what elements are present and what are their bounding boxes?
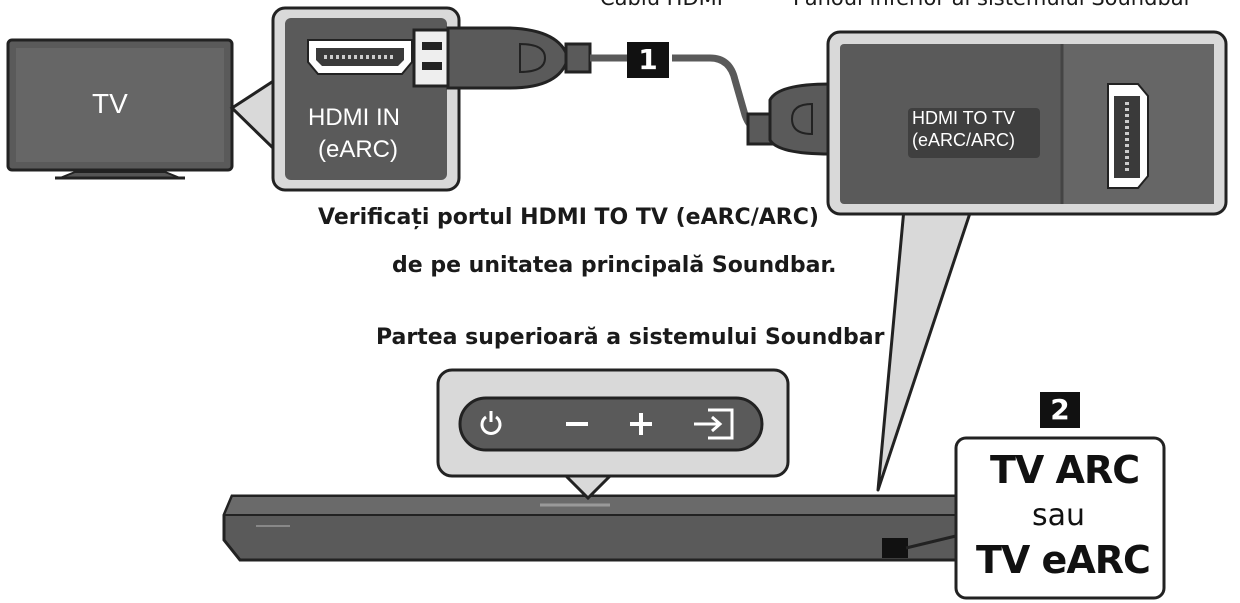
step-badge-2: 2 [1040,392,1080,428]
soundbar-illustration [222,494,1042,562]
source-input-icon [694,408,734,440]
arc-or-label: sau [1032,498,1086,533]
power-icon [480,411,502,435]
top-of-soundbar-label: Partea superioară a sistemului Soundbar [376,325,885,350]
cable-label: Cablu HDMI [600,0,723,10]
hdmi-in-earc-label: (eARC) [318,136,399,163]
hdmi-in-label: HDMI IN [308,104,400,131]
soundbar-top-controls-callout [436,368,790,501]
check-port-instruction-line1: Verificați portul HDMI TO TV (eARC/ARC) [318,205,819,230]
hdmi-to-tv-earc-label: (eARC/ARC) [912,130,1016,150]
tv-illustration [6,38,234,180]
hdmi-cable-line [590,54,763,134]
hdmi-plug-left [412,26,592,90]
earc-mode-label: TV eARC [976,538,1151,582]
soundbar-bottom-panel-callout [826,30,1228,492]
check-port-instruction-line2: de pe unitatea principală Soundbar. [392,253,837,278]
arc-mode-label: TV ARC [990,448,1140,492]
volume-up-icon [630,413,652,435]
hdmi-to-tv-label: HDMI TO TV [912,108,1016,128]
tv-label: TV [92,88,128,119]
step-badge-1: 1 [627,42,669,78]
arc-mode-box [954,436,1166,600]
bottom-panel-label: Panoul inferior al sistemului Soundbar [793,0,1192,10]
